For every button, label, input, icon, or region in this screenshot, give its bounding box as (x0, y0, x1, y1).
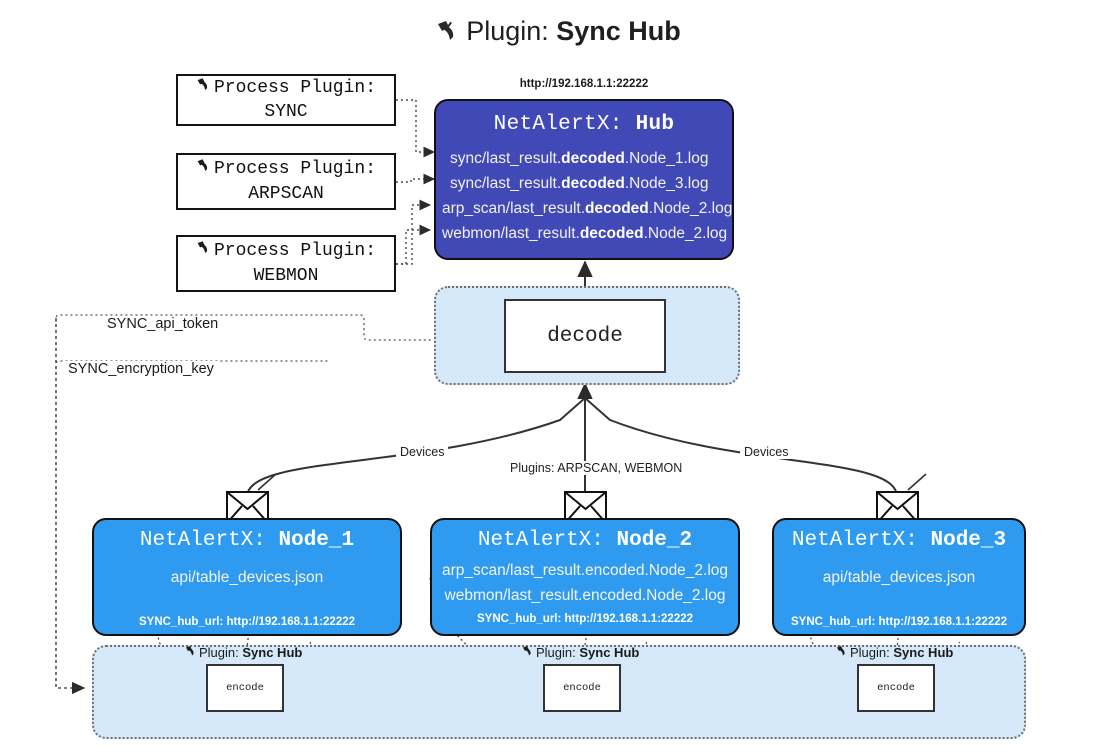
hub-log-line: webmon/last_result.decoded.Node_2.log (436, 221, 732, 246)
node-box-2[interactable]: NetAlertX: Node_2 arp_scan/last_result.e… (430, 518, 740, 636)
decode-box[interactable]: decode (504, 299, 666, 373)
node-line: webmon/last_result.encoded.Node_2.log (444, 587, 726, 604)
encode-box-3[interactable]: encode (857, 664, 935, 712)
encode-box-1[interactable]: encode (206, 664, 284, 712)
node-title: NetAlertX: Node_2 (432, 529, 738, 552)
log-emphasis: decoded (585, 200, 649, 217)
sync-api-token-label: SYNC_api_token (103, 316, 223, 332)
hub-log-list: sync/last_result.decoded.Node_1.log sync… (436, 146, 732, 246)
encode-label: encode (563, 682, 601, 694)
node-title-prefix: NetAlertX: (139, 529, 266, 552)
node-title: NetAlertX: Node_3 (774, 529, 1024, 552)
envelope-icon (564, 491, 607, 529)
hub-url-label: http://192.168.1.1:22222 (519, 78, 649, 90)
hub-box[interactable]: NetAlertX: Hub sync/last_result.decoded.… (434, 99, 734, 260)
log-post: .Node_1.log (624, 150, 709, 167)
process-plugin-sync[interactable]: Process Plugin: SYNC (176, 74, 396, 126)
log-post: .Node_2.log (643, 225, 728, 242)
plug-icon (196, 158, 213, 177)
log-post: .Node_3.log (624, 175, 709, 192)
title-prefix: Plugin: (466, 16, 549, 46)
node-title-name: Node_3 (930, 529, 1007, 552)
log-post: .Node_2.log (648, 200, 733, 217)
node-title-prefix: NetAlertX: (791, 529, 918, 552)
process-plugin-name: SYNC (264, 102, 308, 122)
node-title-name: Node_2 (616, 529, 693, 552)
node-hub-url: SYNC_hub_url: http://192.168.1.1:22222 (790, 616, 1008, 628)
process-plugin-name: WEBMON (253, 265, 319, 286)
node-hub-url: SYNC_hub_url: http://192.168.1.1:22222 (476, 613, 694, 625)
node-line: api/table_devices.json (822, 569, 976, 586)
encode-label: encode (877, 682, 915, 694)
title-name: Sync Hub (556, 16, 681, 46)
node-box-1[interactable]: NetAlertX: Node_1 api/table_devices.json… (92, 518, 402, 636)
encoder-name: Sync Hub (242, 645, 303, 660)
plug-icon (436, 19, 462, 50)
edge-label-devices-right: Devices (740, 445, 793, 459)
node-title-prefix: NetAlertX: (477, 529, 604, 552)
encoder-plugin-label-3: Plugin: Sync Hub (836, 645, 953, 660)
encoder-name: Sync Hub (579, 645, 640, 660)
plug-icon (196, 77, 213, 96)
log-emphasis: decoded (561, 150, 625, 167)
plug-icon (185, 646, 198, 660)
encoder-prefix: Plugin: (199, 645, 239, 660)
node-hub-url: SYNC_hub_url: http://192.168.1.1:22222 (138, 616, 356, 628)
process-plugin-heading: Process Plugin: (213, 159, 377, 180)
log-emphasis: decoded (561, 175, 625, 192)
hub-log-line: arp_scan/last_result.decoded.Node_2.log (436, 196, 732, 221)
encoder-plugin-label-2: Plugin: Sync Hub (522, 645, 639, 660)
node-line: api/table_devices.json (170, 569, 324, 586)
plug-icon (522, 646, 535, 660)
process-plugin-webmon[interactable]: Process Plugin: WEBMON (176, 235, 396, 292)
encoder-prefix: Plugin: (536, 645, 576, 660)
hub-log-line: sync/last_result.decoded.Node_1.log (436, 146, 732, 171)
encode-box-2[interactable]: encode (543, 664, 621, 712)
log-pre: webmon/last_result. (442, 225, 580, 242)
encoder-name: Sync Hub (893, 645, 954, 660)
node-title: NetAlertX: Node_1 (94, 529, 400, 552)
log-pre: sync/last_result. (450, 175, 562, 192)
page-title: Plugin: Sync Hub (0, 16, 1117, 50)
encoder-prefix: Plugin: (850, 645, 890, 660)
sync-encryption-key-label: SYNC_encryption_key (64, 361, 218, 377)
hub-log-line: sync/last_result.decoded.Node_3.log (436, 171, 732, 196)
edge-label-plugins-center: Plugins: ARPSCAN, WEBMON (506, 461, 687, 475)
plug-icon (836, 646, 849, 660)
log-pre: arp_scan/last_result. (442, 200, 586, 217)
hub-title: NetAlertX: Hub (436, 113, 732, 136)
hub-title-prefix: NetAlertX: (493, 113, 623, 136)
encoder-plugin-label-1: Plugin: Sync Hub (185, 645, 302, 660)
node-box-3[interactable]: NetAlertX: Node_3 api/table_devices.json… (772, 518, 1026, 636)
node-line: arp_scan/last_result.encoded.Node_2.log (441, 562, 729, 579)
encode-label: encode (226, 682, 264, 694)
process-plugin-arpscan[interactable]: Process Plugin: ARPSCAN (176, 153, 396, 210)
decode-label: decode (547, 324, 623, 348)
plug-icon (196, 240, 213, 259)
hub-title-name: Hub (635, 113, 675, 136)
process-plugin-heading: Process Plugin: (213, 77, 377, 98)
log-pre: sync/last_result. (450, 150, 562, 167)
edge-label-devices-left: Devices (396, 445, 449, 459)
process-plugin-heading: Process Plugin: (213, 241, 377, 262)
process-plugin-name: ARPSCAN (248, 183, 324, 204)
node-title-name: Node_1 (278, 529, 355, 552)
log-emphasis: decoded (579, 225, 644, 242)
